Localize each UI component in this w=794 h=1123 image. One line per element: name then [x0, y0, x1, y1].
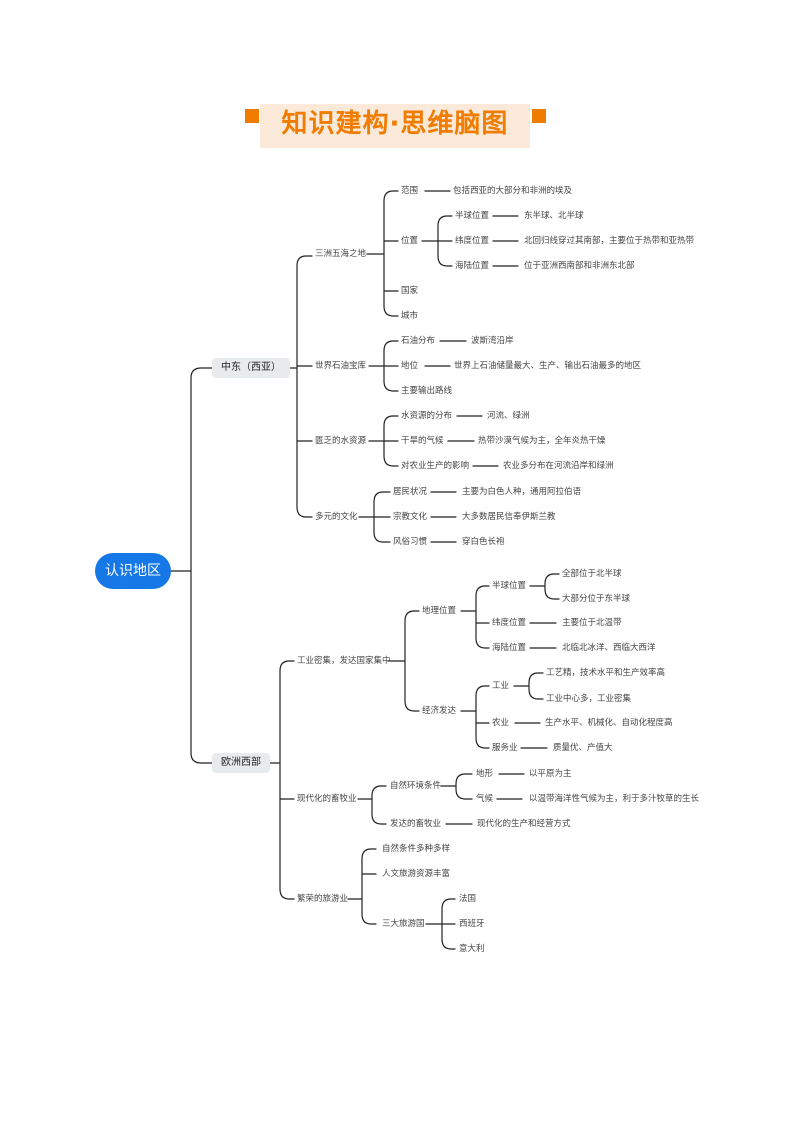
node-oil: 世界石油宝库 — [315, 361, 367, 371]
node-impact-value: 农业多分布在河流沿岸和绿洲 — [503, 461, 614, 471]
node-we-climate-value: 以温带海洋性气候为主，利于多汁牧草的生长 — [529, 794, 700, 804]
node-big3: 三大旅游国 — [382, 919, 425, 929]
page-title: 知识建构·思维脑图 — [281, 109, 509, 139]
edge-econ-ind — [513, 672, 544, 700]
node-scope: 三洲五海之地 — [315, 249, 367, 259]
edge-econ — [460, 685, 490, 749]
node-agri-value: 生产水平、机械化、自动化程度高 — [545, 718, 673, 728]
node-dev-value: 现代化的生产和经营方式 — [477, 819, 571, 829]
node-religion: 宗教文化 — [393, 512, 428, 522]
edge-culture-values — [430, 491, 457, 543]
node-industry: 工业密集，发达国家集中 — [297, 656, 391, 666]
edge-scope — [366, 190, 399, 317]
edge-big3 — [425, 898, 456, 950]
node-custom: 风俗习惯 — [393, 537, 428, 547]
edge-livestock-values — [445, 773, 525, 825]
edge-geo-values — [529, 622, 557, 649]
edge-root-level1 — [170, 367, 213, 764]
node-range-value: 包括西亚的大部分和非洲的埃及 — [453, 186, 573, 196]
edge-geo — [460, 585, 490, 649]
node-latitude: 纬度位置 — [455, 236, 490, 246]
node-range: 范围 — [401, 186, 419, 196]
node-hemisphere: 半球位置 — [455, 211, 490, 221]
node-ind-value-1: 工艺精，技术水平和生产效率高 — [546, 668, 666, 678]
node-we-hemisphere-value-1: 全部位于北半球 — [562, 569, 622, 579]
node-we-sealand-value: 北临北冰洋、西临大西洋 — [562, 643, 656, 653]
node-sealand: 海陆位置 — [455, 261, 490, 271]
node-agri: 农业 — [492, 718, 510, 728]
node-tourism: 繁荣的旅游业 — [297, 894, 349, 904]
node-oil-status: 地位 — [401, 361, 419, 371]
node-oil-dist-value: 波斯湾沿岸 — [471, 336, 514, 346]
edge-tourism — [347, 848, 377, 925]
node-residents-value: 主要为白色人种，通用阿拉伯语 — [462, 487, 582, 497]
node-water-dist: 水资源的分布 — [401, 411, 453, 421]
node-natural: 自然条件多种多样 — [382, 844, 451, 854]
node-service-value: 质量优、产值大 — [553, 743, 613, 753]
node-water: 匮乏的水资源 — [315, 436, 367, 446]
node-oil-route: 主要输出路线 — [401, 386, 453, 396]
node-country-italy: 意大利 — [459, 944, 485, 954]
node-dev: 发达的畜牧业 — [390, 819, 442, 829]
node-geo: 地理位置 — [422, 606, 457, 616]
node-we-hemisphere: 半球位置 — [492, 581, 527, 591]
node-west-europe: 欧洲西部 — [212, 753, 270, 773]
node-we-sealand: 海陆位置 — [492, 643, 527, 653]
node-latitude-value: 北回归线穿过其南部，主要位于热带和亚热带 — [524, 236, 695, 246]
node-oil-dist: 石油分布 — [401, 336, 436, 346]
node-climate-value: 热带沙漠气候为主，全年炎热干燥 — [478, 436, 606, 446]
edge-position-values — [492, 215, 519, 267]
edge-livestock — [357, 785, 387, 825]
node-city: 城市 — [401, 311, 419, 321]
edge-industry — [387, 610, 420, 712]
edge-we-level2 — [266, 660, 295, 900]
node-religion-value: 大多数居民信奉伊斯兰教 — [462, 512, 556, 522]
edge-env — [440, 773, 473, 800]
node-impact: 对农业生产的影响 — [401, 461, 470, 471]
node-sealand-value: 位于亚洲西南部和非洲东北部 — [524, 261, 635, 271]
edge-econ-values — [514, 722, 548, 749]
node-middle-east: 中东（西亚） — [212, 358, 290, 378]
edge-culture — [358, 491, 391, 543]
node-custom-value: 穿白色长袍 — [462, 537, 505, 547]
edge-position — [421, 215, 453, 267]
node-hemisphere-value: 东半球、北半球 — [524, 211, 584, 221]
title-decor-right — [532, 109, 546, 123]
edge-oil-values — [424, 340, 467, 367]
node-env: 自然环境条件 — [390, 781, 442, 791]
edge-oil — [368, 340, 399, 392]
root-node: 认识地区 — [95, 553, 171, 589]
node-country: 国家 — [401, 286, 419, 296]
node-country-spain: 西班牙 — [459, 919, 485, 929]
edge-me-level2 — [286, 255, 313, 518]
node-we-hemisphere-value-2: 大部分位于东半球 — [562, 594, 631, 604]
node-climate: 干旱的气候 — [401, 436, 444, 446]
node-ind: 工业 — [492, 681, 510, 691]
edge-hemisphere — [529, 573, 560, 600]
node-oil-status-value: 世界上石油储量最大、生产、输出石油最多的地区 — [454, 361, 642, 371]
node-human: 人文旅游资源丰富 — [382, 869, 451, 879]
title-decor-left — [245, 109, 259, 123]
node-terrain-value: 以平原为主 — [529, 769, 572, 779]
node-terrain: 地形 — [476, 769, 494, 779]
edge-water — [368, 415, 399, 467]
node-country-france: 法国 — [459, 894, 477, 904]
node-culture: 多元的文化 — [315, 512, 358, 522]
node-residents: 居民状况 — [393, 487, 428, 497]
node-we-latitude: 纬度位置 — [492, 618, 527, 628]
node-livestock: 现代化的畜牧业 — [297, 794, 357, 804]
node-position: 位置 — [401, 236, 419, 246]
edge-water-values — [447, 415, 499, 467]
node-ind-value-2: 工业中心多，工业密集 — [546, 694, 632, 704]
node-econ: 经济发达 — [422, 706, 457, 716]
node-water-dist-value: 河流、绿洲 — [487, 411, 530, 421]
node-we-latitude-value: 主要位于北温带 — [562, 618, 622, 628]
node-service: 服务业 — [492, 743, 518, 753]
title-banner: 知识建构·思维脑图 — [260, 104, 530, 148]
node-we-climate: 气候 — [476, 794, 494, 804]
